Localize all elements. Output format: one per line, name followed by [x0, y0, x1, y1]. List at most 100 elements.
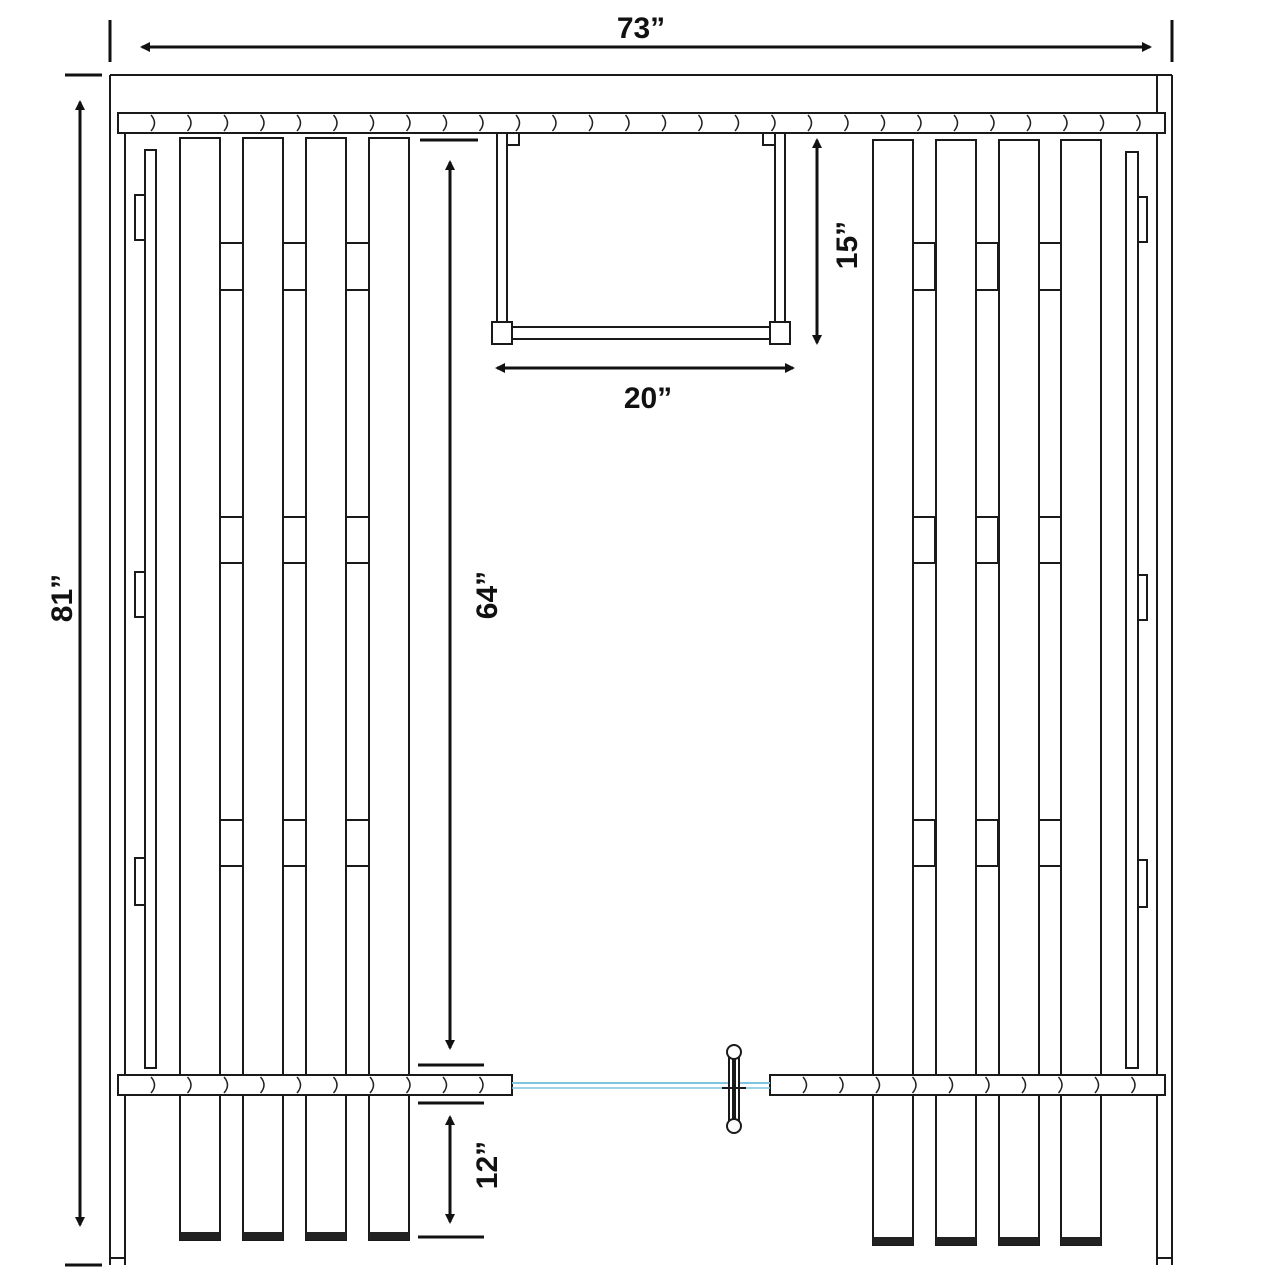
rail-joint — [624, 114, 630, 132]
slat — [872, 139, 914, 1246]
slat — [998, 139, 1040, 1246]
slat-foot — [306, 1232, 346, 1240]
window-height-label: 15” — [831, 221, 864, 269]
rail-joint — [442, 1076, 448, 1094]
rail-joint — [734, 114, 740, 132]
spacer-block — [975, 242, 999, 291]
spacer-block — [975, 516, 999, 564]
slat-foot — [936, 1237, 976, 1245]
rail-joint — [1021, 1076, 1027, 1094]
rail-joint — [953, 114, 959, 132]
rail-joint — [223, 114, 229, 132]
hinge-icon — [1137, 574, 1148, 621]
rail-joint — [1057, 1076, 1063, 1094]
rail-joint — [843, 114, 849, 132]
window-frame — [491, 132, 791, 345]
rail-joint — [911, 1076, 917, 1094]
spacer-block — [282, 516, 307, 564]
spacer-block — [1038, 242, 1062, 291]
spacer-block — [345, 242, 370, 291]
slat-foot — [180, 1232, 220, 1240]
rail-joint — [369, 114, 375, 132]
spacer-block — [282, 819, 307, 867]
bench-height-label: 64” — [471, 571, 504, 619]
hinge-icon — [1137, 859, 1148, 908]
rail-joint — [259, 1076, 265, 1094]
rail-joint — [875, 1076, 881, 1094]
hinge-icon — [134, 194, 146, 241]
rail-joint — [296, 1076, 302, 1094]
rail-joint — [989, 114, 995, 132]
spacer-block — [345, 516, 370, 564]
rail-joint — [259, 114, 265, 132]
hinge-icon — [134, 571, 146, 618]
rail-joint — [515, 114, 521, 132]
rail-joint — [802, 1076, 808, 1094]
rail-joint — [984, 1076, 990, 1094]
slat-foot — [873, 1237, 913, 1245]
hinge-icon — [134, 857, 146, 906]
slat-foot — [1061, 1237, 1101, 1245]
slat — [935, 139, 977, 1246]
rail-joint — [223, 1076, 229, 1094]
slat — [1060, 139, 1102, 1246]
slat — [242, 137, 284, 1241]
rail-joint — [807, 114, 813, 132]
rail-joint — [405, 114, 411, 132]
rail-joint — [948, 1076, 954, 1094]
rail-joint — [478, 114, 484, 132]
base-height-label: 12” — [471, 1141, 504, 1189]
rail-joint — [150, 1076, 156, 1094]
rail-joint — [880, 114, 886, 132]
rail-joint — [1099, 114, 1105, 132]
rail-joint — [1026, 114, 1032, 132]
slat-foot — [999, 1237, 1039, 1245]
rail-joint — [697, 114, 703, 132]
spacer-block — [219, 819, 244, 867]
rail-joint — [186, 114, 192, 132]
rail-joint — [150, 114, 156, 132]
dimension-lines — [65, 20, 1174, 1267]
top-rail — [117, 112, 1166, 134]
wall-slats — [179, 137, 1102, 1246]
door-posts — [134, 149, 1148, 1069]
slat — [305, 137, 347, 1241]
spacer-block — [912, 242, 936, 291]
rail-joint — [405, 1076, 411, 1094]
rail-joint — [661, 114, 667, 132]
hinge-icon — [1137, 196, 1148, 243]
bottom-rail-left — [117, 1074, 513, 1096]
rail-joint — [296, 114, 302, 132]
rail-joint — [332, 1076, 338, 1094]
spacer-block — [282, 242, 307, 291]
rail-joint — [1094, 1076, 1100, 1094]
spacer-block — [912, 516, 936, 564]
door-handle-icon[interactable] — [722, 1044, 746, 1134]
rail-joint — [916, 114, 922, 132]
slat-foot — [369, 1232, 409, 1240]
slat-foot — [243, 1232, 283, 1240]
spacer-block — [1038, 819, 1062, 867]
height-label: 81” — [46, 574, 79, 622]
spacer-block — [345, 819, 370, 867]
bottom-rail-right — [769, 1074, 1166, 1096]
slat-spacer-blocks — [219, 242, 1062, 867]
slat — [368, 137, 410, 1241]
rail-joint — [1135, 114, 1141, 132]
spacer-block — [219, 516, 244, 564]
rail-joint — [442, 114, 448, 132]
rail-joint — [332, 114, 338, 132]
rail-joint — [551, 114, 557, 132]
rails — [117, 112, 1166, 1096]
window-width-label: 20” — [624, 382, 672, 415]
rail-joint — [478, 1076, 484, 1094]
rail-joint — [588, 114, 594, 132]
rail-joint — [369, 1076, 375, 1094]
spacer-block — [1038, 516, 1062, 564]
spacer-block — [975, 819, 999, 867]
rail-joint — [186, 1076, 192, 1094]
rail-joint — [770, 114, 776, 132]
spacer-block — [219, 242, 244, 291]
spacer-block — [912, 819, 936, 867]
width-label: 73” — [617, 12, 665, 45]
